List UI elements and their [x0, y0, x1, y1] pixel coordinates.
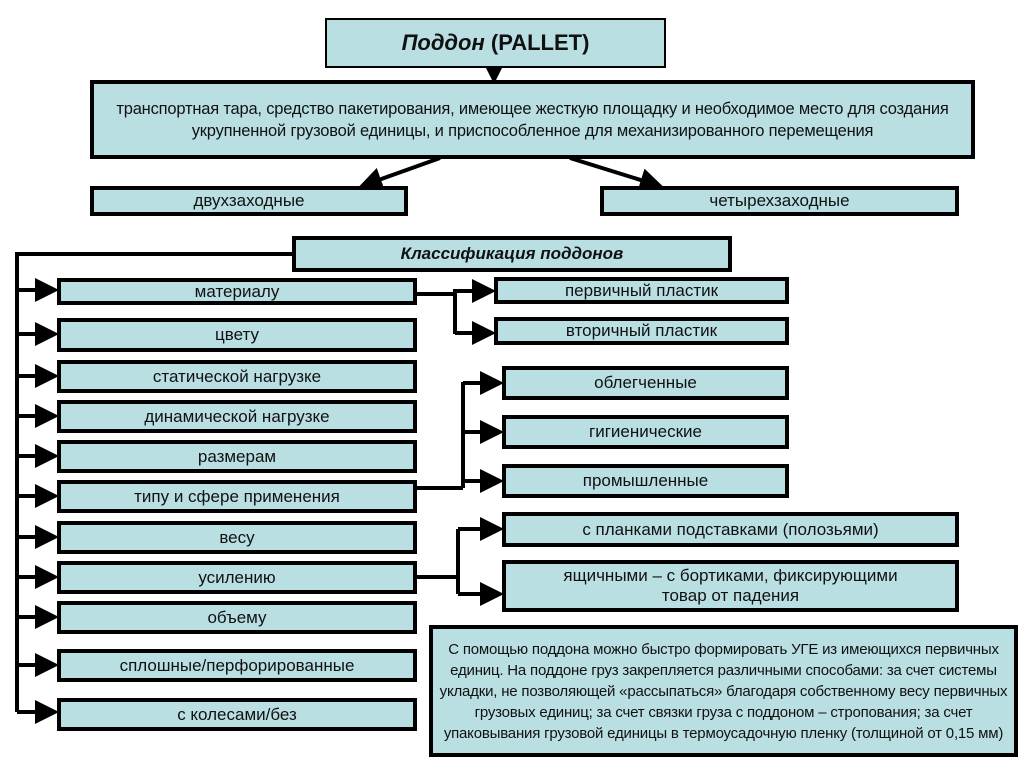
criteria-item: объему — [57, 601, 417, 634]
application-type-label: гигиенические — [589, 422, 702, 441]
criteria-item: цвету — [57, 318, 417, 352]
definition-box: транспортная тара, средство пакетировани… — [90, 80, 975, 159]
classification-title-box: Классификация поддонов — [292, 236, 732, 272]
title-rest: (PALLET) — [484, 30, 590, 55]
criteria-item: размерам — [57, 440, 417, 473]
criteria-item: динамической нагрузке — [57, 400, 417, 433]
criteria-label: материалу — [194, 281, 280, 301]
reinforcement-type-item: с планками подставками (полозьями) — [502, 512, 959, 547]
entry-type-label: двухзаходные — [193, 191, 305, 210]
note-box: С помощью поддона можно быстро формирова… — [429, 625, 1018, 757]
criteria-item: с колесами/без — [57, 698, 417, 731]
material-type-label: первичный пластик — [564, 280, 719, 300]
application-type-label: промышленные — [582, 471, 709, 490]
criteria-item: статической нагрузке — [57, 360, 417, 393]
reinforcement-type-label: с планками подставками (полозьями) — [582, 519, 879, 539]
criteria-label: типу и сфере применения — [134, 486, 340, 506]
classification-title: Классификация поддонов — [400, 244, 624, 263]
arrow-to-four-way — [569, 156, 664, 192]
criteria-label: с колесами/без — [177, 704, 297, 724]
title-italic: Поддон — [401, 30, 485, 55]
criteria-item: весу — [57, 521, 417, 554]
criteria-item: сплошные/перфорированные — [57, 649, 417, 682]
application-type-item: промышленные — [502, 464, 789, 498]
entry-type-four-way: четырехзаходные — [600, 186, 959, 216]
criteria-label: объему — [207, 607, 267, 627]
reinforcement-type-item: ящичными – с бортиками, фиксирующими тов… — [502, 560, 959, 612]
criteria-label: сплошные/перфорированные — [119, 655, 355, 675]
application-type-item: облегченные — [502, 366, 789, 400]
note-text: С помощью поддона можно быстро формирова… — [439, 640, 1008, 742]
criteria-label: размерам — [197, 446, 277, 466]
material-type-item: первичный пластик — [494, 277, 789, 304]
criteria-item: усилению — [57, 561, 417, 594]
reinforcement-type-label: ящичными – с бортиками, фиксирующими тов… — [563, 566, 898, 605]
entry-type-label: четырехзаходные — [709, 191, 850, 210]
criteria-label: цвету — [215, 325, 259, 344]
arrow-to-two-way — [358, 156, 441, 191]
criteria-label: весу — [219, 527, 255, 547]
application-type-label: облегченные — [594, 373, 697, 392]
criteria-label: усилению — [198, 567, 276, 587]
material-type-label: вторичный пластик — [565, 321, 718, 340]
title-box: Поддон (PALLET) — [325, 18, 666, 68]
classification-bus — [15, 252, 294, 712]
criteria-item: типу и сфере применения — [57, 480, 417, 513]
entry-type-two-way: двухзаходные — [90, 186, 408, 216]
criteria-item: материалу — [57, 278, 417, 305]
material-type-item: вторичный пластик — [494, 317, 789, 345]
application-type-item: гигиенические — [502, 415, 789, 449]
criteria-label: статической нагрузке — [152, 366, 322, 386]
definition-text: транспортная тара, средство пакетировани… — [116, 99, 949, 140]
criteria-label: динамической нагрузке — [144, 406, 330, 426]
